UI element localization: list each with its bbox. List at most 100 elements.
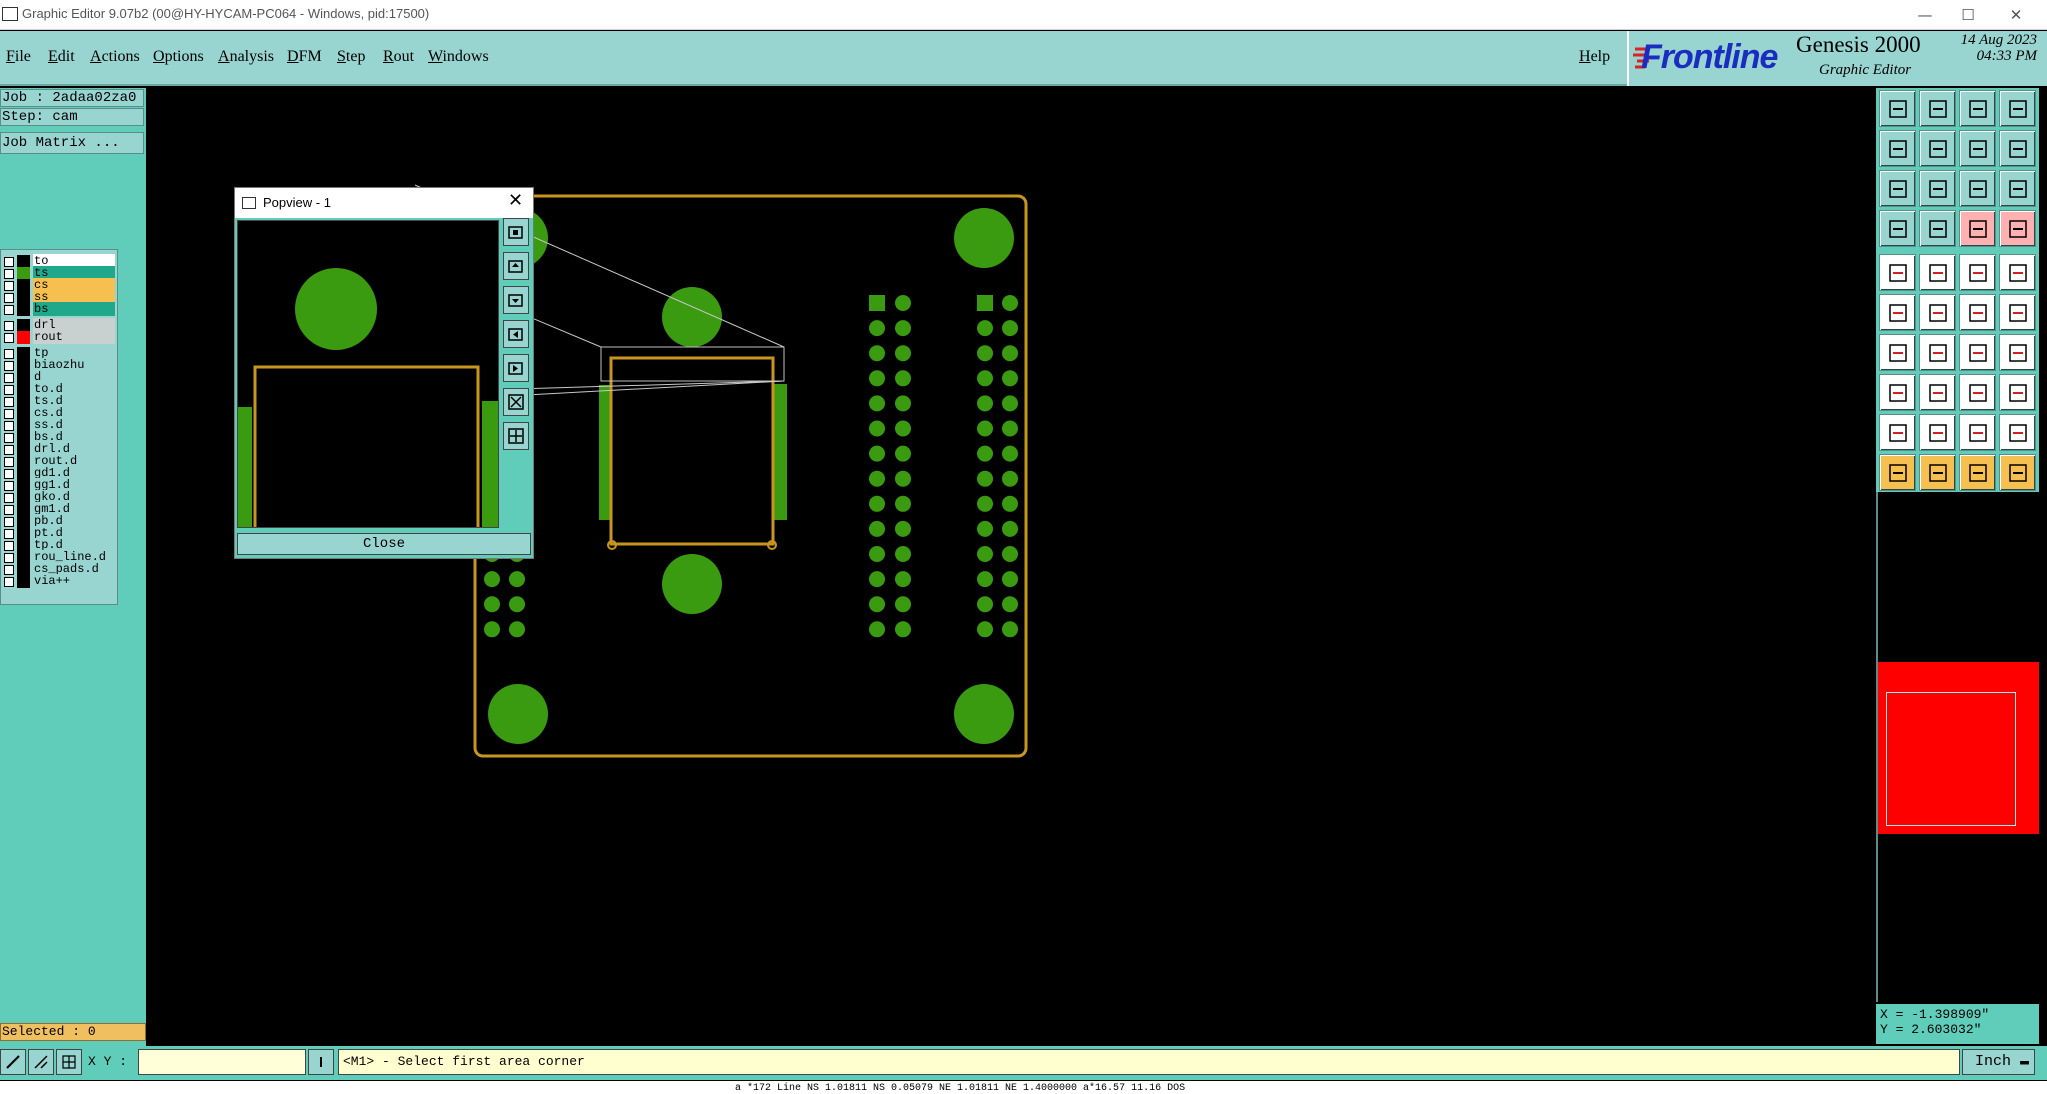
menu-windows[interactable]: Windows: [428, 48, 489, 65]
layer-checkbox[interactable]: [4, 269, 14, 279]
layer-color-swatch[interactable]: [17, 395, 30, 408]
select-icon[interactable]: [1879, 454, 1916, 491]
menu-analysis[interactable]: Analysis: [218, 48, 275, 65]
popview-canvas[interactable]: [237, 220, 499, 528]
layer-color-swatch[interactable]: [17, 255, 30, 268]
layer-row-rou_line.d[interactable]: rou_line.d: [1, 550, 117, 565]
layer-color-swatch[interactable]: [17, 515, 30, 528]
layer-checkbox[interactable]: [4, 457, 14, 467]
layer-row-ss[interactable]: ss: [1, 290, 117, 305]
layer-checkbox[interactable]: [4, 505, 14, 515]
fit-icon[interactable]: [1879, 170, 1916, 207]
layer-color-swatch[interactable]: [17, 279, 30, 292]
layer-color-swatch[interactable]: [17, 443, 30, 456]
layer-row-bs[interactable]: bs: [1, 302, 117, 317]
layer-checkbox[interactable]: [4, 281, 14, 291]
zoom-fit-icon[interactable]: [1919, 170, 1956, 207]
menu-step[interactable]: Step: [337, 48, 366, 65]
measure-icon[interactable]: [28, 1049, 54, 1075]
layer-checkbox[interactable]: [4, 529, 14, 539]
cross-icon[interactable]: [1919, 294, 1956, 331]
layer-checkbox[interactable]: [4, 373, 14, 383]
layer-color-swatch[interactable]: [17, 467, 30, 480]
zoom-home-icon[interactable]: [1879, 90, 1916, 127]
layer-label[interactable]: gd1.d: [33, 466, 115, 480]
layer-label[interactable]: gko.d: [33, 490, 115, 504]
layer-row-pt.d[interactable]: pt.d: [1, 526, 117, 541]
layer-label[interactable]: ts.d: [33, 394, 115, 408]
layer-row-gm1.d[interactable]: gm1.d: [1, 502, 117, 517]
menu-file[interactable]: File: [6, 48, 31, 65]
rotate-icon[interactable]: [1959, 334, 1996, 371]
peak3-icon[interactable]: [1999, 414, 2036, 451]
layer-row-ts[interactable]: ts: [1, 266, 117, 281]
layer-row-cs_pads.d[interactable]: cs_pads.d: [1, 562, 117, 577]
layer-checkbox[interactable]: [4, 385, 14, 395]
redraw-icon[interactable]: [1999, 130, 2036, 167]
layer-color-swatch[interactable]: [17, 479, 30, 492]
layer-color-swatch[interactable]: [17, 359, 30, 372]
menu-options[interactable]: Options: [153, 48, 204, 65]
layer-checkbox[interactable]: [4, 481, 14, 491]
pad-icon[interactable]: [1879, 374, 1916, 411]
layer-label[interactable]: rout: [33, 330, 115, 344]
layer-checkbox[interactable]: [4, 553, 14, 563]
layer-color-swatch[interactable]: [17, 539, 30, 552]
layer-row-tp[interactable]: tp: [1, 346, 117, 361]
layer-label[interactable]: tp: [33, 346, 115, 360]
layer-color-swatch[interactable]: [17, 551, 30, 564]
popview-title-bar[interactable]: Popview - 1 ✕: [235, 188, 533, 218]
layer-row-ts.d[interactable]: ts.d: [1, 394, 117, 409]
grid-icon[interactable]: [56, 1049, 82, 1075]
layer-checkbox[interactable]: [4, 293, 14, 303]
grid-icon[interactable]: [1919, 210, 1956, 247]
layer-label[interactable]: bs.d: [33, 430, 115, 444]
layer-color-swatch[interactable]: [17, 419, 30, 432]
layer-row-gko.d[interactable]: gko.d: [1, 490, 117, 505]
scale-icon[interactable]: [1959, 170, 1996, 207]
layout-icon[interactable]: [1999, 90, 2036, 127]
layer-checkbox[interactable]: [4, 257, 14, 267]
layer-label[interactable]: ss.d: [33, 418, 115, 432]
layer-checkbox[interactable]: [4, 433, 14, 443]
slash-icon[interactable]: [1919, 334, 1956, 371]
layer-color-swatch[interactable]: [17, 527, 30, 540]
layer-checkbox[interactable]: [4, 397, 14, 407]
overview-map[interactable]: [1876, 492, 2039, 1002]
angle-icon[interactable]: [1879, 334, 1916, 371]
layer-color-swatch[interactable]: [17, 291, 30, 304]
layer-label[interactable]: pt.d: [33, 526, 115, 540]
layer-color-swatch[interactable]: [17, 319, 30, 332]
select-red-icon[interactable]: [1919, 454, 1956, 491]
layer-label[interactable]: gm1.d: [33, 502, 115, 516]
snap-icon[interactable]: [0, 1049, 26, 1075]
layer-row-biaozhu[interactable]: biaozhu: [1, 358, 117, 373]
arc-icon[interactable]: [1999, 294, 2036, 331]
home-icon[interactable]: [1959, 90, 1996, 127]
layer-label[interactable]: bs: [33, 302, 115, 316]
popview-zoom-out-button[interactable]: [503, 422, 529, 450]
popview-close-icon[interactable]: ✕: [508, 190, 524, 211]
popview-close-button[interactable]: Close: [237, 533, 531, 555]
triangle-icon[interactable]: [1879, 414, 1916, 451]
close-window-button[interactable]: ✕: [2009, 6, 2023, 24]
layer-checkbox[interactable]: [4, 517, 14, 527]
pen-icon[interactable]: [1919, 254, 1956, 291]
menu-actions[interactable]: Actions: [90, 48, 140, 65]
zoom-window-icon[interactable]: [1959, 130, 1996, 167]
job-matrix-button[interactable]: Job Matrix ...: [0, 132, 144, 154]
layer-label[interactable]: to: [33, 254, 115, 268]
layer-row-d[interactable]: d: [1, 370, 117, 385]
menu-rout[interactable]: Rout: [383, 48, 415, 65]
layer-checkbox[interactable]: [4, 361, 14, 371]
popview-zoom-in-button[interactable]: [503, 388, 529, 416]
pan-right-icon[interactable]: [1919, 130, 1956, 167]
select-point-icon[interactable]: [1879, 254, 1916, 291]
menu-edit[interactable]: Edit: [48, 48, 75, 65]
peak2-icon[interactable]: [1959, 414, 1996, 451]
xy-input[interactable]: [138, 1049, 306, 1075]
layer-checkbox[interactable]: [4, 541, 14, 551]
layer-row-tp.d[interactable]: tp.d: [1, 538, 117, 553]
layer-checkbox[interactable]: [4, 445, 14, 455]
select-box-icon[interactable]: [1999, 454, 2036, 491]
